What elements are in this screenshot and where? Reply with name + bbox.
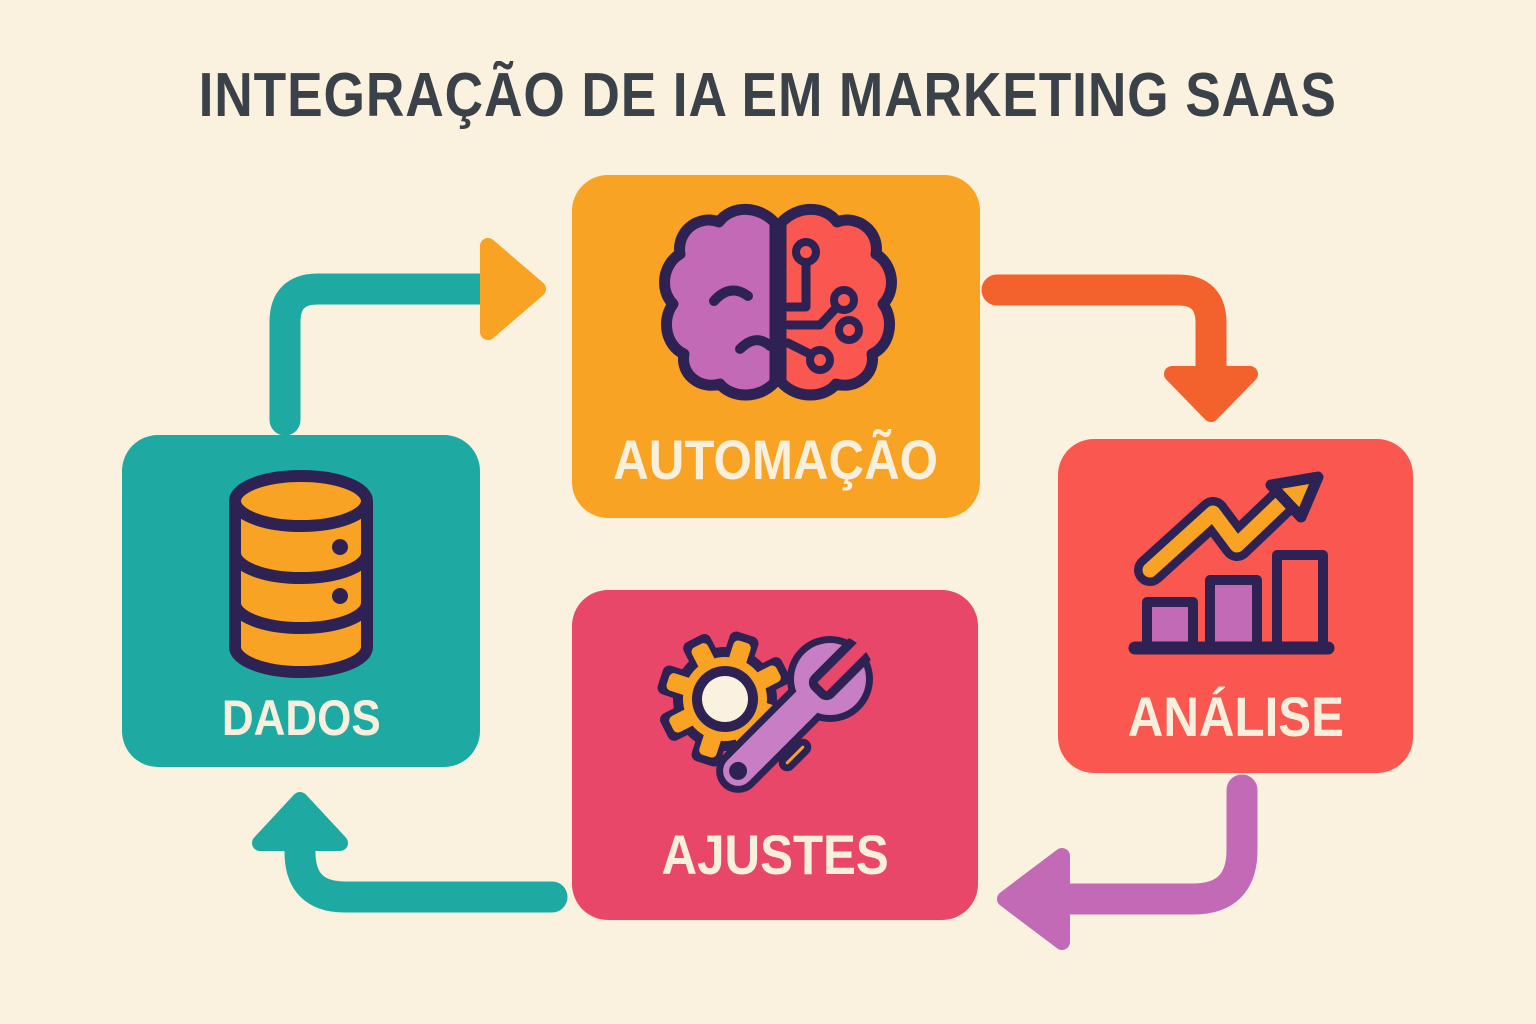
node-analise-label: ANÁLISE [1127, 685, 1344, 748]
node-dados-label: DADOS [221, 690, 381, 746]
arrow-dados-to-automacao-icon [269, 238, 546, 436]
arrow-automacao-to-analise-icon [981, 274, 1258, 422]
node-analise: ANÁLISE [1058, 439, 1413, 773]
database-icon [229, 470, 373, 678]
arrow-ajustes-to-dados-icon [252, 792, 568, 913]
node-ajustes: AJUSTES [572, 590, 978, 920]
arrow-analise-to-ajustes-icon [997, 774, 1258, 950]
page-title: INTEGRAÇÃO DE IA EM MARKETING SAAS [0, 60, 1536, 131]
node-automacao: AUTOMAÇÃO [572, 175, 980, 518]
brain-circuit-icon [659, 203, 897, 401]
node-automacao-label: AUTOMAÇÃO [613, 428, 939, 491]
node-dados: DADOS [122, 435, 480, 767]
page-title-text: INTEGRAÇÃO DE IA EM MARKETING SAAS [198, 61, 1338, 130]
wrench-icon [716, 628, 883, 793]
gear-wrench-icon [657, 628, 883, 793]
node-ajustes-label: AJUSTES [661, 823, 889, 886]
growth-chart-icon [1128, 471, 1335, 655]
